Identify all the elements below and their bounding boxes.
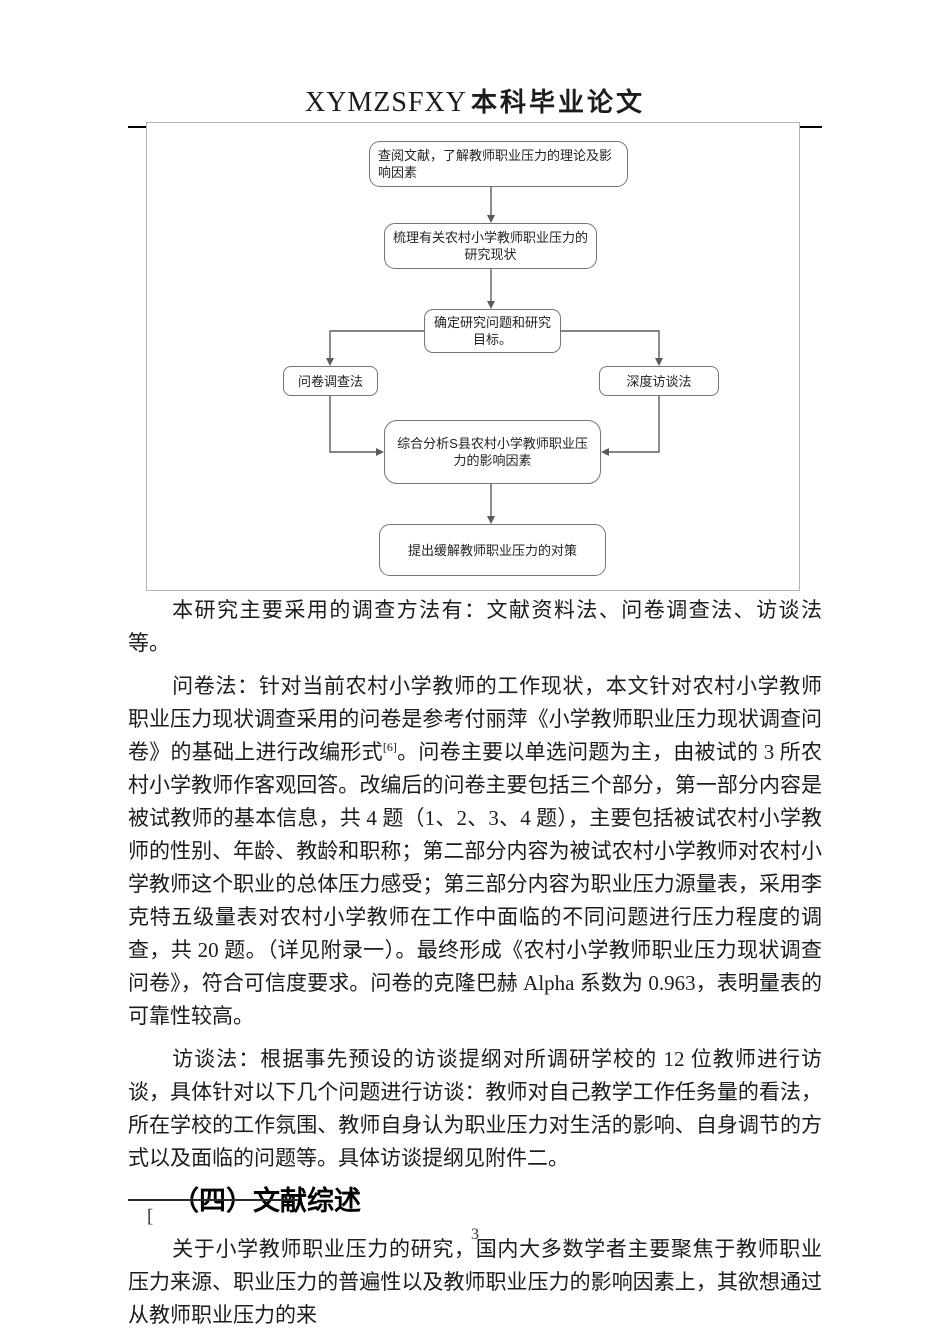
flow-node-literature-review: 查阅文献，了解教师职业压力的理论及影响因素 (369, 141, 628, 187)
flow-node-research-status: 梳理有关农村小学教师职业压力的研究现状 (384, 223, 597, 269)
questionnaire-text-before-ref: 问卷法：针对当前农村小学教师的工作现状，本文针对农村小学教师职业压力现状调查采用… (128, 674, 822, 764)
flow-node-comprehensive-analysis: 综合分析S县农村小学教师职业压力的影响因素 (384, 420, 601, 484)
section-heading-literature-review: （四）文献综述 (172, 1186, 361, 1216)
footnote-separator (128, 1199, 298, 1201)
paragraph-interview-method: 访谈法：根据事先预设的访谈提纲对所调研学校的 12 位教师进行访谈，具体针对以下… (128, 1047, 822, 1170)
page-number: 3 (471, 1226, 479, 1243)
flow-node-interview-method: 深度访谈法 (599, 366, 719, 396)
footnote-ref-6: [6] (382, 740, 397, 754)
body-text: 本研究主要采用的调查方法有：文献资料法、问卷调查法、访谈法等。 问卷法：针对当前… (128, 594, 822, 1342)
flow-node-countermeasures: 提出缓解教师职业压力的对策 (379, 524, 606, 576)
paragraph-survey-methods: 本研究主要采用的调查方法有：文献资料法、问卷调查法、访谈法等。 (128, 598, 822, 655)
flow-node-research-goal: 确定研究问题和研究目标。 (424, 309, 561, 353)
paragraph-literature-review: 关于小学教师职业压力的研究，国内大多数学者主要聚焦于教师职业压力来源、职业压力的… (128, 1237, 822, 1327)
header-title-cn: 本科毕业论文 (471, 87, 646, 117)
footnote-bracket: [ (147, 1206, 154, 1227)
flow-node-questionnaire-method: 问卷调查法 (283, 366, 378, 396)
flowchart-frame: 查阅文献，了解教师职业压力的理论及影响因素 梳理有关农村小学教师职业压力的研究现… (146, 122, 800, 591)
flowchart-connectors (326, 187, 663, 524)
questionnaire-text-after-ref: 。问卷主要以单选问题为主，由被试的 3 所农村小学教师作客观回答。改编后的问卷主… (128, 740, 823, 1028)
header-title-latin: XYMZSFXY (304, 87, 467, 118)
paragraph-questionnaire-method: 问卷法：针对当前农村小学教师的工作现状，本文针对农村小学教师职业压力现状调查采用… (128, 670, 822, 1033)
